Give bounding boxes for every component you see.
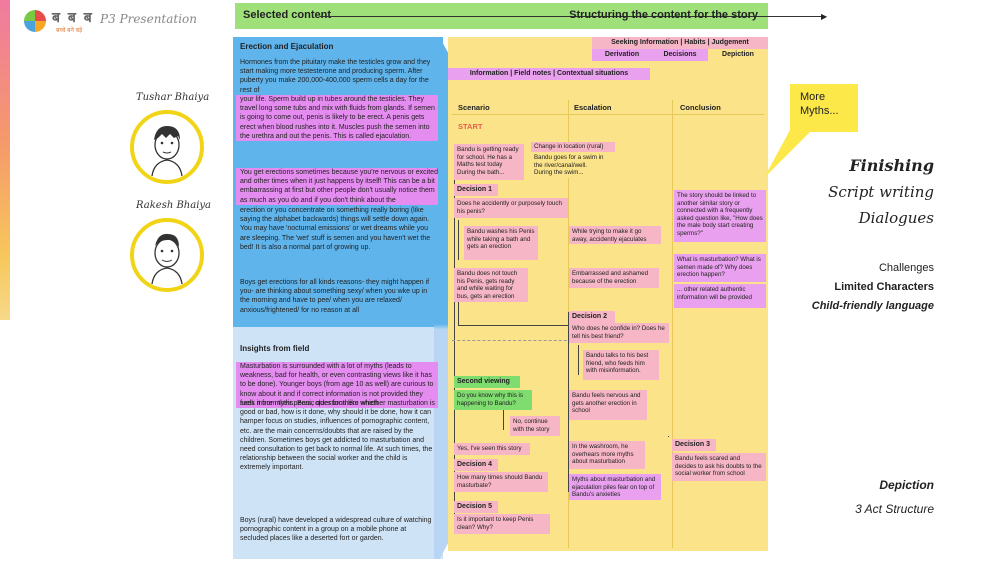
tag-depiction: Depiction [708, 49, 768, 61]
decorative-stripe [0, 0, 10, 320]
paragraph: fuels more myths. Basic questions like w… [240, 399, 436, 473]
sticky-note: Bandu washes his Penis while taking a ba… [464, 226, 538, 260]
sticky-note: The story should be linked to another si… [674, 190, 766, 242]
sticky-note: Embarrassed and ashamed because of the e… [569, 268, 659, 288]
decision-label: Decision 5 [454, 501, 498, 513]
paragraph: Boys get erections for all kinds reasons… [240, 278, 436, 315]
logo-text: ब ब ब [52, 8, 94, 27]
flow-line [458, 325, 568, 326]
highlighted-paragraph: your life. Sperm build up in tubes aroun… [236, 95, 438, 141]
three-act-structure-label: 3 Act Structure [855, 502, 934, 516]
decision-question: How many times should Bandu masturbate? [454, 472, 548, 492]
act-divider [452, 340, 572, 341]
depiction-label: Depiction [879, 478, 934, 492]
paragraph: erection or you concentrate on something… [240, 206, 436, 252]
script-writing-label: Script writing [828, 183, 934, 201]
avatar-rakesh [130, 218, 204, 292]
decision-label: Second viewing [454, 376, 520, 388]
sticky-note: Bandu talks to his best friend, who feed… [583, 350, 659, 380]
sticky-note: Bandu is getting ready for school. He ha… [454, 144, 524, 180]
decision-label: Decision 3 [672, 439, 716, 451]
finishing-title: Finishing [849, 156, 934, 175]
sticky-note: ... other related authentic information … [674, 284, 766, 308]
sticky-note: What is masturbation? What is semen made… [674, 254, 766, 282]
sticky-note: Bandu does not touch his Penis, gets rea… [454, 268, 528, 302]
column-header-escalation: Escalation [574, 103, 612, 112]
challenges-label: Challenges [879, 262, 934, 274]
person-sketch-icon [134, 114, 200, 180]
sticky-note: Yes, I've seen this story [454, 443, 530, 455]
tag-derivation: Derivation [592, 49, 652, 61]
sticky-note: Bandu feels scared and decides to ask hi… [672, 453, 766, 481]
section-heading: Insights from field [240, 344, 430, 353]
flow-line [578, 345, 579, 375]
sticky-note: Change in location (rural) [531, 142, 615, 152]
column-header-conclusion: Conclusion [680, 103, 721, 112]
sticky-note: Myths about masturbation and ejaculation… [569, 474, 661, 500]
presentation-title: P3 Presentation [100, 12, 197, 26]
sticky-note: Bandu feels nervous and gets another ere… [569, 390, 647, 420]
sticky-note: In the washroom, he overhears more myths… [569, 441, 645, 469]
flow-line [503, 410, 504, 430]
decision-label: Decision 4 [454, 459, 498, 471]
logo-icon [24, 10, 46, 32]
section-heading: Erection and Ejaculation [240, 42, 430, 51]
person-sketch-icon [134, 222, 200, 288]
column-header-scenario: Scenario [458, 103, 490, 112]
banner-left-label: Selected content [243, 9, 331, 21]
logo-subtitle: बच्चे बने बड़े [56, 26, 82, 34]
person-name-rakesh: Rakesh Bhaiya [136, 200, 211, 211]
paragraph: Boys (rural) have developed a widespread… [240, 516, 436, 544]
sticky-note: While trying to make it go away, acciden… [569, 226, 661, 244]
sticky-note: No, continue with the story [510, 416, 560, 436]
tag-decisions: Decisions [652, 49, 708, 61]
tag-seeking-information: Seeking Information | Habits | Judgement [592, 37, 768, 49]
arrow-right-icon: ▶ [821, 12, 827, 21]
flow-line [458, 220, 459, 260]
tag-information: Information | Field notes | Contextual s… [448, 68, 650, 80]
flow-line [668, 436, 669, 437]
child-friendly-label: Child-friendly language [812, 300, 934, 312]
decision-question: Do you know why this is happening to Ban… [454, 390, 532, 410]
paragraph: Hormones from the pituitary make the tes… [240, 58, 436, 95]
start-label: START [458, 122, 482, 131]
dialogues-label: Dialogues [859, 209, 934, 227]
flow-banner: Selected content ▶ Structuring the conte… [235, 3, 768, 29]
decision-label: Decision 1 [454, 184, 498, 196]
callout-pointer [760, 124, 820, 182]
decision-question: Does he accidently or purposely touch hi… [454, 198, 568, 218]
sticky-note: Bandu goes for a swim in the river/canal… [531, 152, 607, 178]
decision-label: Decision 2 [569, 311, 615, 323]
decision-question: Who does he confide in? Does he tell his… [569, 323, 669, 343]
banner-right-label: Structuring the content for the story [569, 9, 758, 21]
decision-question: Is it important to keep Penis clean? Why… [454, 514, 550, 534]
header-divider [452, 114, 764, 115]
person-name-tushar: Tushar Bhaiya [136, 92, 209, 103]
avatar-tushar [130, 110, 204, 184]
highlighted-paragraph: You get erections sometimes because you'… [236, 168, 438, 205]
limited-characters-label: Limited Characters [834, 281, 934, 293]
